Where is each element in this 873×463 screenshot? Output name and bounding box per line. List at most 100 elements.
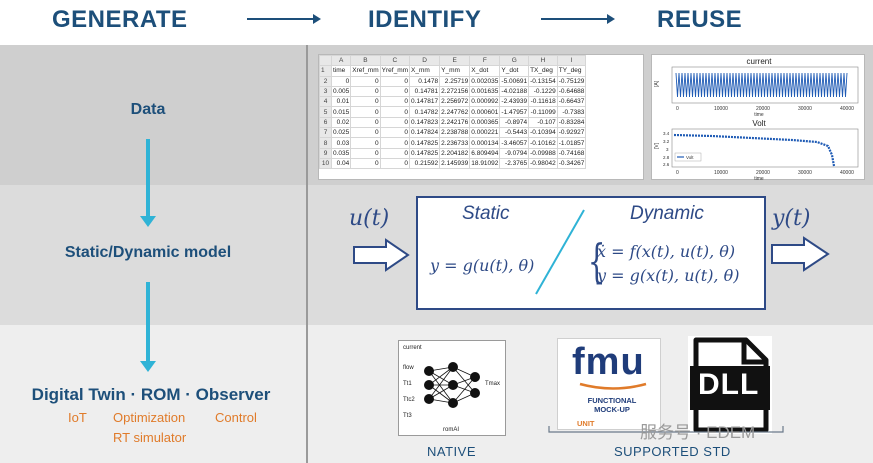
table-cell: 0.147825 — [409, 137, 441, 149]
dll-file-icon: DLL — [688, 336, 772, 434]
volt-ytick: 2.8 — [663, 155, 670, 160]
fmu-swoosh-icon — [579, 382, 647, 390]
table-cell: X_mm — [409, 65, 441, 77]
column-separator — [306, 45, 308, 463]
table-cell: 6.809494 — [469, 147, 501, 159]
current-xtick: 20000 — [756, 106, 770, 112]
col-letter: I — [556, 55, 587, 67]
table-cell: -4.02188 — [499, 85, 530, 98]
volt-trace — [673, 133, 836, 167]
table-cell: 0.02 — [330, 116, 352, 129]
system-brace: { — [587, 234, 606, 288]
table-cell: 0.000365 — [469, 116, 501, 129]
static-label: Static — [462, 203, 510, 224]
row-number: 9 — [319, 147, 332, 159]
table-cell: 0 — [330, 75, 352, 87]
table-cell: -0.10394 — [528, 127, 558, 139]
table-cell: 0.000134 — [469, 137, 501, 149]
table-cell: -0.34267 — [556, 157, 587, 170]
table-cell: -0.74168 — [556, 147, 587, 159]
volt-ylabel: [V] — [654, 142, 660, 149]
current-xtick: 40000 — [840, 106, 854, 112]
row-number: 2 — [319, 75, 332, 87]
table-cell: 0.1478 — [409, 75, 441, 87]
table-cell: 0 — [350, 96, 381, 108]
table-cell: Yref_mm — [379, 65, 411, 77]
volt-ytick: 2.6 — [663, 162, 670, 167]
table-cell: 0 — [379, 157, 411, 170]
volt-ytick: 3.4 — [663, 131, 670, 136]
header-reuse: REUSE — [657, 6, 743, 33]
input-port-tt1: Tt1 — [403, 381, 412, 387]
watermark: 服务号 · EDEM — [640, 423, 756, 442]
table-cell: -0.98042 — [528, 157, 558, 170]
fmu-line-functional: FUNCTIONAL — [587, 396, 637, 405]
current-oscillation-line — [675, 72, 848, 98]
table-cell: 0.000992 — [469, 96, 501, 108]
table-cell: 0 — [350, 127, 381, 139]
table-cell: -9.0794 — [499, 147, 530, 159]
table-cell: 0.03 — [330, 137, 352, 149]
down-arrow-2 — [140, 282, 156, 372]
col-letter: E — [439, 55, 471, 67]
row-number: 8 — [319, 137, 332, 149]
table-cell: 0 — [350, 75, 381, 87]
input-port-ttc2: Ttc2 — [403, 397, 415, 403]
header-arrow-1 — [247, 14, 321, 24]
fmu-line-mockup: MOCK-UP — [594, 405, 630, 414]
current-xtick: 10000 — [714, 106, 728, 112]
volt-xlabel: time — [754, 176, 764, 181]
fmu-logo-text: fmu — [572, 341, 645, 383]
corner-cell — [319, 55, 332, 67]
table-cell: -1.47957 — [499, 106, 530, 118]
row-number: 10 — [319, 157, 332, 170]
output-arrow — [771, 236, 830, 272]
table-cell: TX_deg — [528, 65, 558, 77]
fmu-logo: fmu FUNCTIONAL MOCK-UP UNIT — [557, 338, 661, 430]
row-number: 5 — [319, 106, 332, 118]
table-cell: -0.64688 — [556, 85, 587, 98]
table-cell: -0.10162 — [528, 137, 558, 149]
col-letter: C — [379, 55, 411, 67]
table-cell: 0.002035 — [469, 75, 501, 87]
table-cell: 0 — [350, 116, 381, 129]
table-cell: 0.147823 — [409, 116, 441, 129]
static-equation: y = g(u(t), θ) — [430, 256, 535, 275]
volt-title: Volt — [752, 119, 766, 128]
input-port-current: current — [403, 345, 422, 351]
col-letter: B — [350, 55, 381, 67]
col-letter: D — [409, 55, 441, 67]
row-number: 1 — [319, 65, 332, 77]
current-xtick: 30000 — [798, 106, 812, 112]
table-cell: 2.242176 — [439, 116, 471, 129]
table-cell: 2.25719 — [439, 75, 471, 87]
header-arrow-2 — [541, 14, 615, 24]
table-cell: 0 — [379, 137, 411, 149]
volt-xtick: 40000 — [840, 170, 854, 176]
model-box — [416, 196, 766, 310]
table-cell: -1.01857 — [556, 137, 587, 149]
table-cell: 0 — [379, 147, 411, 159]
table-cell: 0 — [379, 106, 411, 118]
table-cell: 0.147817 — [409, 96, 441, 108]
table-cell: -0.1229 — [528, 85, 558, 98]
table-cell: -0.83284 — [556, 116, 587, 129]
native-rom-block: current flow Tt1 Ttc2 Tt3 Tmax romAI — [398, 340, 506, 436]
dynamic-state-equation: ẋ = f(x(t), u(t), θ) — [597, 242, 736, 261]
input-signal-label: u(t) — [349, 206, 390, 231]
table-cell: 2.204182 — [439, 147, 471, 159]
table-cell: 0.035 — [330, 147, 352, 159]
header-generate: GENERATE — [52, 6, 188, 33]
current-ylabel: [A] — [654, 80, 660, 87]
dynamic-label: Dynamic — [630, 203, 704, 224]
dynamic-output-equation: y = g(x(t), u(t), θ) — [597, 266, 740, 285]
volt-ytick: 3.2 — [663, 139, 670, 144]
fmu-line-unit: UNIT — [577, 419, 595, 428]
input-port-flow: flow — [403, 365, 414, 371]
